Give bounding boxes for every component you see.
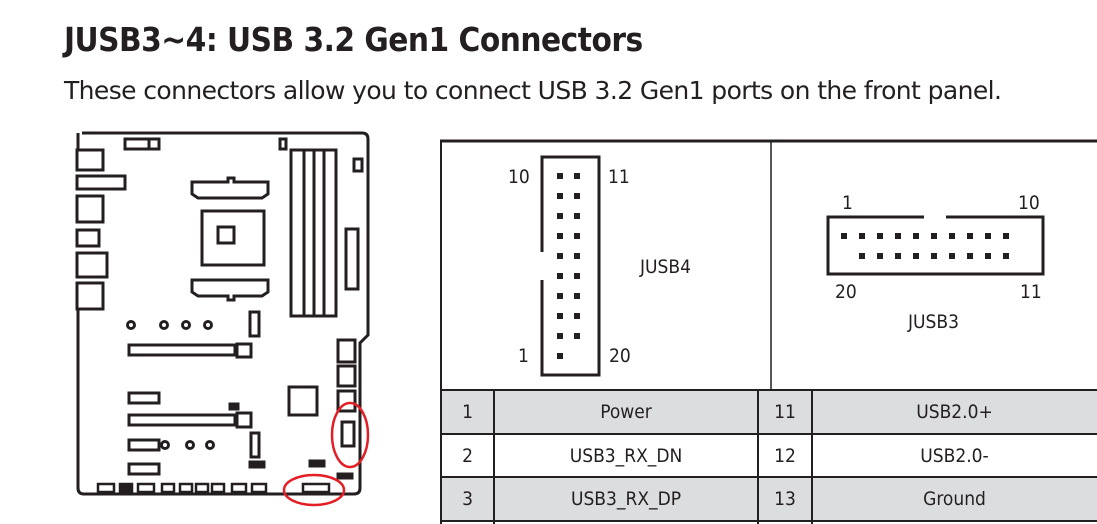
pin-number: 12	[774, 444, 796, 467]
connector-pin	[931, 233, 937, 239]
jusb4-pin-label: 20	[609, 345, 631, 367]
connector-pin	[574, 233, 580, 239]
connector-pin	[574, 213, 580, 219]
jusb3-pin-label: 11	[1020, 281, 1042, 303]
connector-pin	[574, 253, 580, 259]
connector-pin	[574, 293, 580, 299]
connector-pin	[557, 173, 563, 179]
pin-number: 11	[774, 401, 796, 423]
connector-pin	[949, 253, 955, 259]
jusb3-pin-label: 1	[842, 192, 853, 214]
connector-pin	[877, 253, 883, 259]
connector-pin	[931, 253, 937, 259]
connector-pin	[557, 253, 563, 259]
pin-signal: USB2.0+	[916, 401, 993, 423]
pin-number: 3	[462, 488, 473, 510]
connector-pin	[841, 233, 847, 239]
connector-pin	[1003, 233, 1009, 239]
connector-pin	[574, 173, 580, 179]
jusb4-label: JUSB4	[640, 256, 692, 278]
connector-pin	[557, 193, 563, 199]
connector-pin	[557, 213, 563, 219]
connector-pin	[913, 253, 919, 259]
pin-number: 1	[462, 401, 473, 423]
highlight-circles	[282, 401, 370, 507]
jusb4-pin-label: 10	[508, 166, 530, 188]
connector-pin	[859, 233, 865, 239]
connector-pin	[557, 233, 563, 239]
jusb4-pin-label: 1	[518, 345, 529, 367]
connector-pin	[557, 313, 563, 319]
jusb3-pin-label: 10	[1018, 192, 1040, 214]
page-title: JUSB3~4: USB 3.2 Gen1 Connectors	[64, 20, 643, 59]
connector-pin	[895, 253, 901, 259]
page-description: These connectors allow you to connect US…	[64, 76, 1002, 105]
connector-pin	[557, 333, 563, 339]
connector-pin	[859, 253, 865, 259]
connector-pin	[574, 273, 580, 279]
jusb3-pin-label: 20	[835, 281, 857, 303]
connector-pin	[985, 233, 991, 239]
connector-pin	[1003, 253, 1009, 259]
connector-pin	[949, 233, 955, 239]
jusb4-pin-label: 11	[608, 166, 630, 188]
pin-signal: Ground	[923, 488, 986, 510]
jusb4-connector	[540, 155, 601, 377]
connector-pin	[895, 233, 901, 239]
pin-number: 2	[462, 444, 473, 467]
connector-pin	[877, 233, 883, 239]
pin-signal: USB3_RX_DP	[570, 488, 682, 510]
connector-pin	[574, 313, 580, 319]
connector-pin	[967, 253, 973, 259]
jusb3-connector	[826, 215, 1045, 276]
jusb3-label: JUSB3	[908, 311, 960, 333]
connector-pin	[557, 273, 563, 279]
connector-pin	[574, 333, 580, 339]
connector-pin	[985, 253, 991, 259]
connector-pin	[574, 193, 580, 199]
pin-signal: USB2.0-	[920, 444, 989, 467]
connector-pin	[557, 293, 563, 299]
pin-signal: USB3_RX_DN	[569, 444, 683, 467]
connector-pin	[967, 233, 973, 239]
pin-number: 13	[774, 488, 796, 510]
pin-signal: Power	[600, 401, 652, 423]
connector-pin	[913, 233, 919, 239]
connector-pin	[557, 353, 563, 359]
